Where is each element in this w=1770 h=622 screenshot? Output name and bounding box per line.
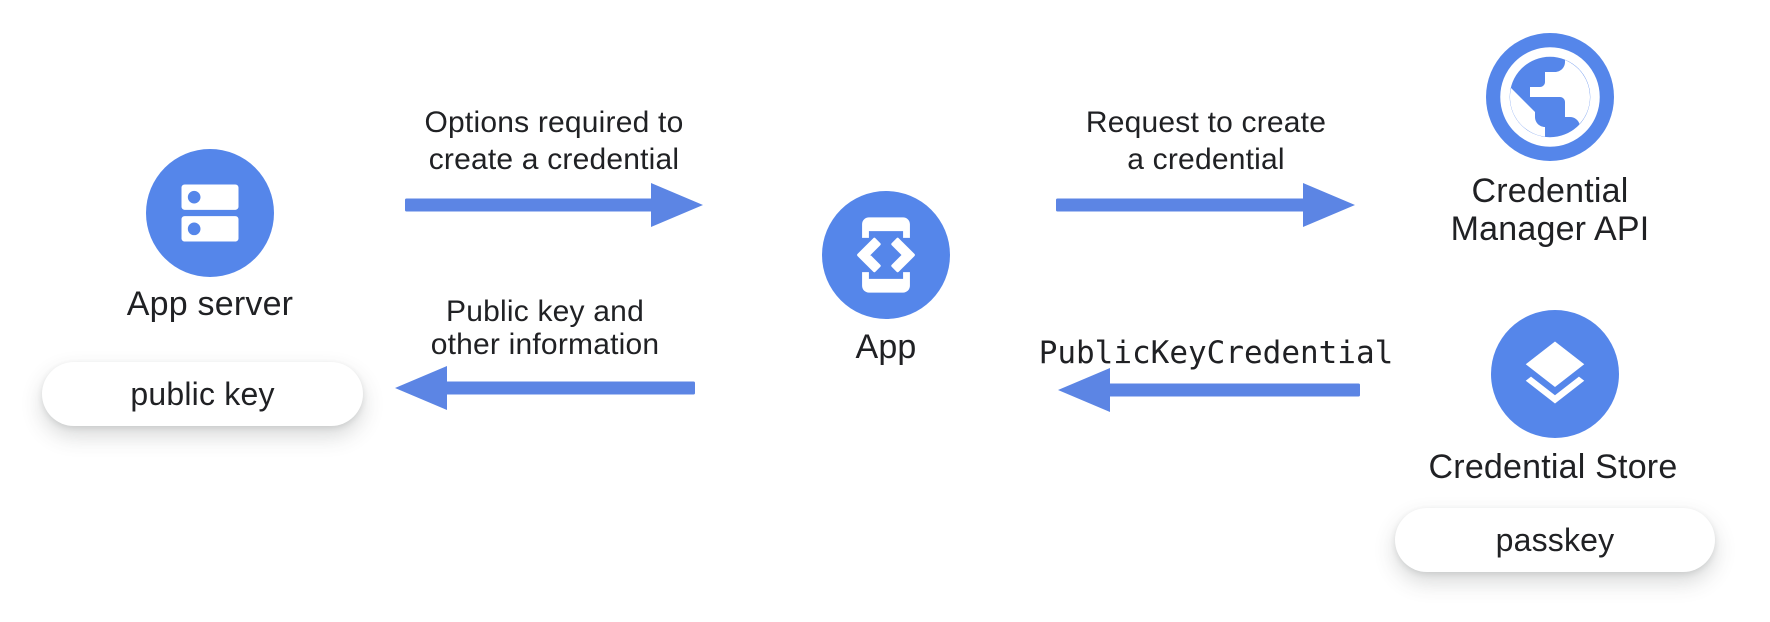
arrow-left-public-key-info: [395, 366, 695, 410]
credential-manager-api-circle: [1486, 33, 1614, 161]
flow-public-key-credential-label: PublicKeyCredential: [1038, 335, 1394, 371]
server-icon: [181, 184, 239, 242]
flow-request-label-line2: a credential: [1127, 143, 1285, 176]
credential-store-circle: [1491, 310, 1619, 438]
passkey-badge-text: passkey: [1495, 521, 1615, 558]
flow-options-label-line1: Options required to: [424, 106, 684, 139]
flow-request-label: Request to create a credential: [1006, 104, 1406, 178]
flow-public-key-info-label-line2: other information: [430, 328, 660, 361]
app-server-circle: [146, 149, 274, 277]
flow-request-label-line1: Request to create: [1085, 106, 1327, 139]
flow-options-label-line2: create a credential: [428, 143, 680, 176]
credential-manager-api-label: Credential Manager API: [1390, 172, 1710, 248]
arrow-right-options: [405, 183, 703, 227]
arrow-left-public-key-credential: [1058, 368, 1360, 412]
credential-manager-api-label-line1: Credential: [1471, 172, 1629, 210]
flow-public-key-info-label-line1: Public key and: [446, 295, 644, 328]
passkey-badge: passkey: [1395, 508, 1715, 572]
public-key-badge: public key: [42, 362, 363, 426]
arrow-right-request: [1056, 183, 1355, 227]
credential-store-label: Credential Store: [1428, 448, 1678, 486]
credential-manager-api-label-line2: Manager API: [1450, 210, 1650, 248]
public-key-badge-text: public key: [130, 375, 275, 412]
layers-icon: [1525, 341, 1585, 404]
app-label: App: [855, 328, 917, 366]
globe-icon: [1500, 47, 1600, 147]
flow-public-key-info-label: Public key and other information: [345, 295, 745, 361]
phone-code-icon: [857, 217, 915, 293]
flow-options-label: Options required to create a credential: [354, 104, 754, 178]
app-circle: [822, 191, 950, 319]
app-server-label: App server: [126, 285, 294, 323]
